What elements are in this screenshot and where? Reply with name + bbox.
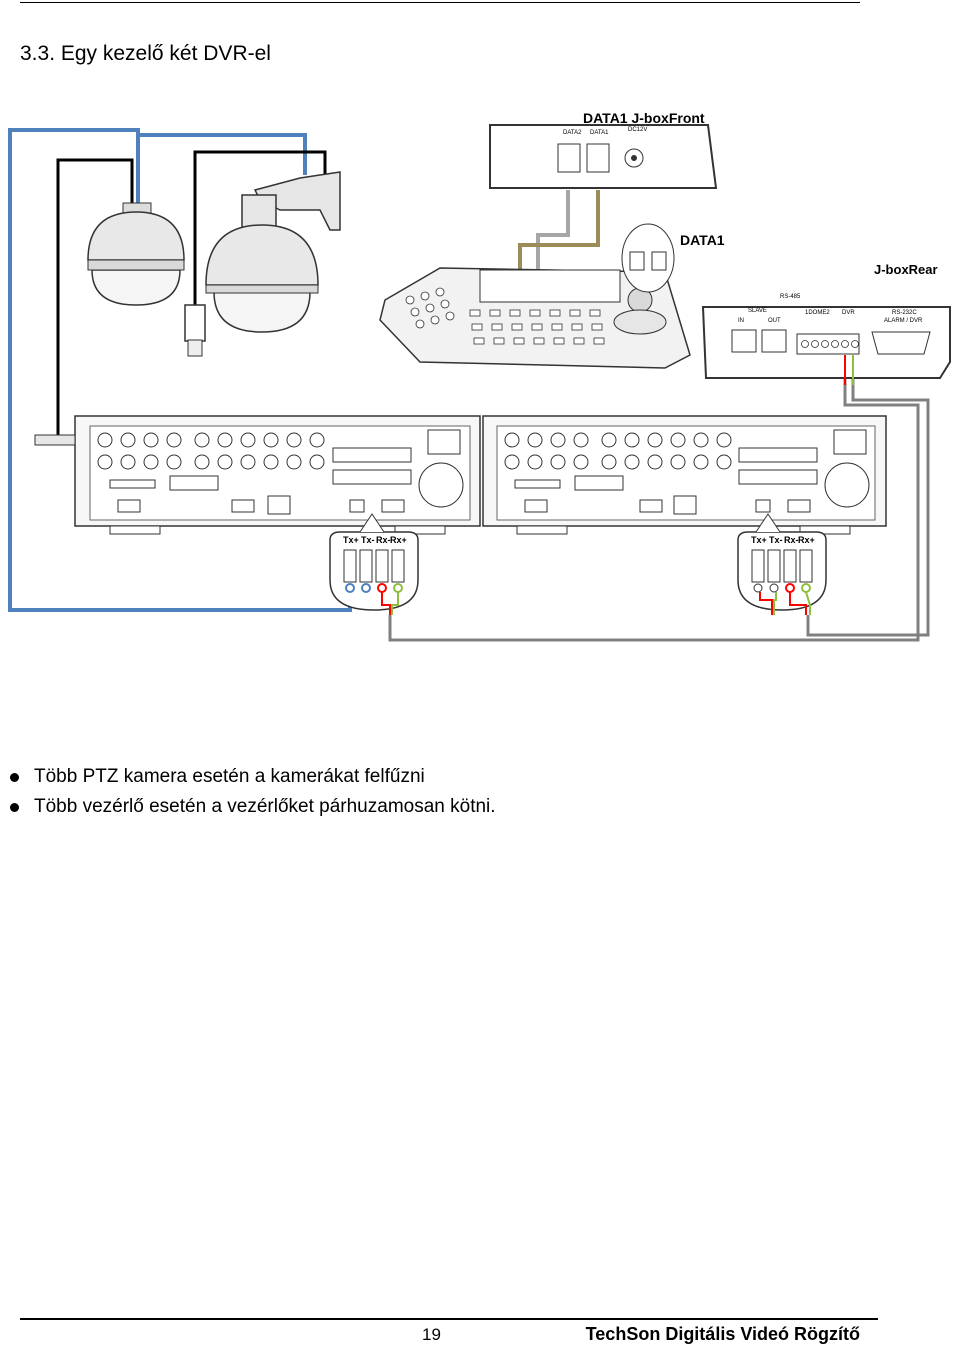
keyboard-data1-label: DATA1 (680, 232, 725, 248)
bullet-list: Több PTZ kamera esetén a kamerákat felfű… (10, 762, 496, 822)
jbox-front-title: DATA1 J-boxFront (583, 110, 705, 126)
jbox-port-label-dc: DC12V (628, 127, 647, 133)
dome-camera-2 (205, 171, 341, 333)
gray-cable (536, 190, 570, 272)
wiring-diagram: DATA1 J-boxFront DATA2 DATA1 DC12V DATA1 (8, 110, 951, 642)
list-item: Több PTZ kamera esetén a kamerákat felfű… (10, 762, 496, 792)
black-cable-dome2 (193, 150, 327, 305)
olive-cable (518, 190, 600, 272)
dvr2-term-rxp: Rx+ (798, 535, 815, 545)
blue-cable-dome2 (136, 133, 307, 175)
bullet-dot (10, 803, 19, 812)
jbox-rear-slave: SLAVE (748, 308, 767, 314)
jbox-rear-title: J-boxRear (874, 262, 938, 277)
page-number: 19 (422, 1325, 441, 1344)
bullet-dot (10, 773, 19, 782)
jbox-rear: J-boxRear RS-485 SLAVE IN OUT 1DOME2 DVR… (701, 262, 951, 385)
jbox-rear-dome: 1DOME2 (805, 310, 830, 316)
dvr-1: Tx+ Tx- Rx- Rx+ (74, 415, 481, 615)
dvr2-term-txp: Tx+ (751, 535, 767, 545)
bullet-text: Több vezérlő esetén a vezérlőket párhuza… (34, 796, 496, 817)
dvr-2: Tx+ Tx- Rx- Rx+ (482, 415, 887, 615)
keyboard-controller: DATA1 (379, 223, 725, 369)
rj45-plug (184, 304, 206, 357)
gray-wire-dvr1 (388, 368, 920, 642)
dvr1-term-txp: Tx+ (343, 535, 359, 545)
dome-camera-1 (87, 202, 185, 306)
jbox-rear-rs485: RS-485 (780, 294, 801, 300)
bnc-connector (34, 434, 76, 446)
dvr2-term-rxm: Rx- (784, 535, 799, 545)
jbox-port-label-data1: DATA1 (590, 130, 609, 136)
footer-rule (20, 1318, 878, 1320)
jbox-front: DATA1 J-boxFront DATA2 DATA1 DC12V (489, 110, 718, 189)
jbox-rear-rs232: RS-232C (892, 310, 917, 316)
header-rule (20, 2, 860, 3)
section-title: 3.3. Egy kezelő két DVR-el (20, 42, 271, 65)
bullet-text: Több PTZ kamera esetén a kamerákat felfű… (34, 766, 425, 787)
footer-title: TechSon Digitális Videó Rögzítő (585, 1324, 860, 1344)
jbox-rear-dvr: DVR (842, 310, 855, 316)
gray-wire-dvr2 (806, 368, 930, 637)
dvr1-term-rxm: Rx- (376, 535, 391, 545)
dvr1-term-rxp: Rx+ (390, 535, 407, 545)
list-item: Több vezérlő esetén a vezérlőket párhuza… (10, 792, 496, 822)
dvr1-term-txm: Tx- (361, 535, 375, 545)
jbox-port-label-data2: DATA2 (563, 130, 582, 136)
jbox-rear-alarm: ALARM / DVR (884, 318, 923, 324)
jbox-rear-out: OUT (768, 318, 781, 324)
blue-cable (8, 128, 352, 612)
dvr2-term-txm: Tx- (769, 535, 783, 545)
jbox-rear-in: IN (738, 318, 744, 324)
